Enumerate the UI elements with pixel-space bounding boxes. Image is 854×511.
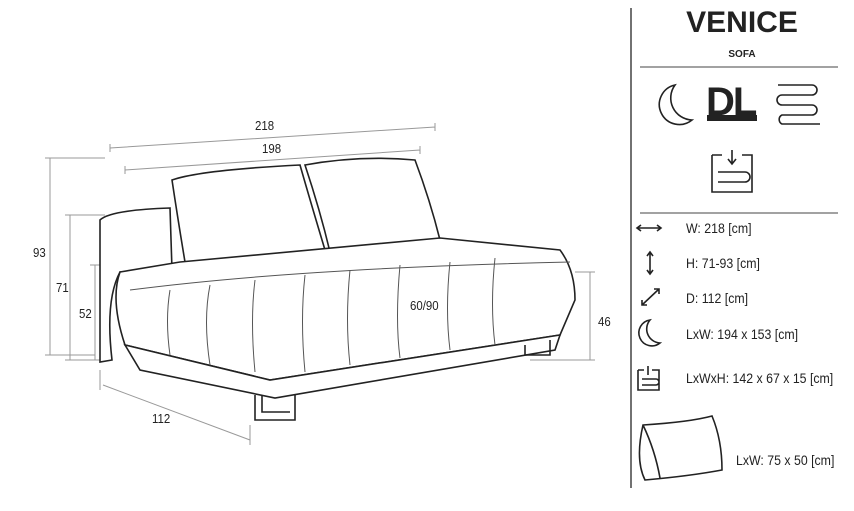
product-title: VENICE bbox=[686, 6, 798, 39]
back-cushion-left bbox=[171, 164, 327, 263]
dl-badge: DL bbox=[706, 80, 757, 124]
dim-height-71: 71 bbox=[56, 280, 69, 295]
dim-backrest-angle: 60/90 bbox=[410, 298, 439, 313]
depth-112-line bbox=[99, 370, 251, 445]
height-71-line bbox=[65, 214, 105, 361]
width-198-line bbox=[124, 146, 421, 174]
dim-height-46: 46 bbox=[598, 314, 611, 329]
diagonal-arrow-icon bbox=[641, 288, 660, 306]
moon-small-icon bbox=[638, 318, 663, 347]
spec-width: W: 218 [cm] bbox=[686, 220, 752, 236]
dim-height-93: 93 bbox=[33, 245, 46, 260]
base bbox=[123, 334, 562, 399]
leg-back bbox=[524, 340, 551, 356]
height-46-line bbox=[530, 271, 595, 361]
back-cushion-right bbox=[303, 157, 441, 253]
seat bbox=[115, 237, 576, 381]
horizontal-arrow-icon bbox=[635, 224, 663, 232]
leg-front bbox=[254, 395, 296, 421]
spec-height: H: 71-93 [cm] bbox=[686, 255, 760, 271]
dim-width-218: 218 bbox=[255, 118, 275, 133]
storage-icon bbox=[711, 150, 753, 193]
dim-depth-112: 112 bbox=[152, 411, 171, 426]
product-subtitle: SOFA bbox=[728, 49, 756, 60]
height-93-line bbox=[45, 157, 105, 356]
moon-icon bbox=[658, 83, 695, 126]
dim-height-52: 52 bbox=[79, 306, 92, 321]
cushion-icon bbox=[638, 415, 723, 481]
vertical-arrow-icon bbox=[646, 250, 654, 276]
spec-depth: D: 112 [cm] bbox=[686, 290, 749, 306]
sofa-outline bbox=[99, 157, 576, 421]
dim-width-198: 198 bbox=[262, 141, 282, 156]
dl-underline bbox=[707, 115, 757, 121]
tufting-lines bbox=[129, 257, 571, 373]
spec-cushion-size: LxW: 75 x 50 [cm] bbox=[736, 452, 835, 468]
feature-icons bbox=[635, 83, 820, 481]
width-218-line bbox=[109, 123, 436, 152]
spec-storage-size: LxWxH: 142 x 67 x 15 [cm] bbox=[686, 370, 834, 386]
storage-small-icon bbox=[637, 366, 660, 391]
spring-icon bbox=[776, 84, 820, 125]
spec-bed-size: LxW: 194 x 153 [cm] bbox=[686, 326, 799, 342]
